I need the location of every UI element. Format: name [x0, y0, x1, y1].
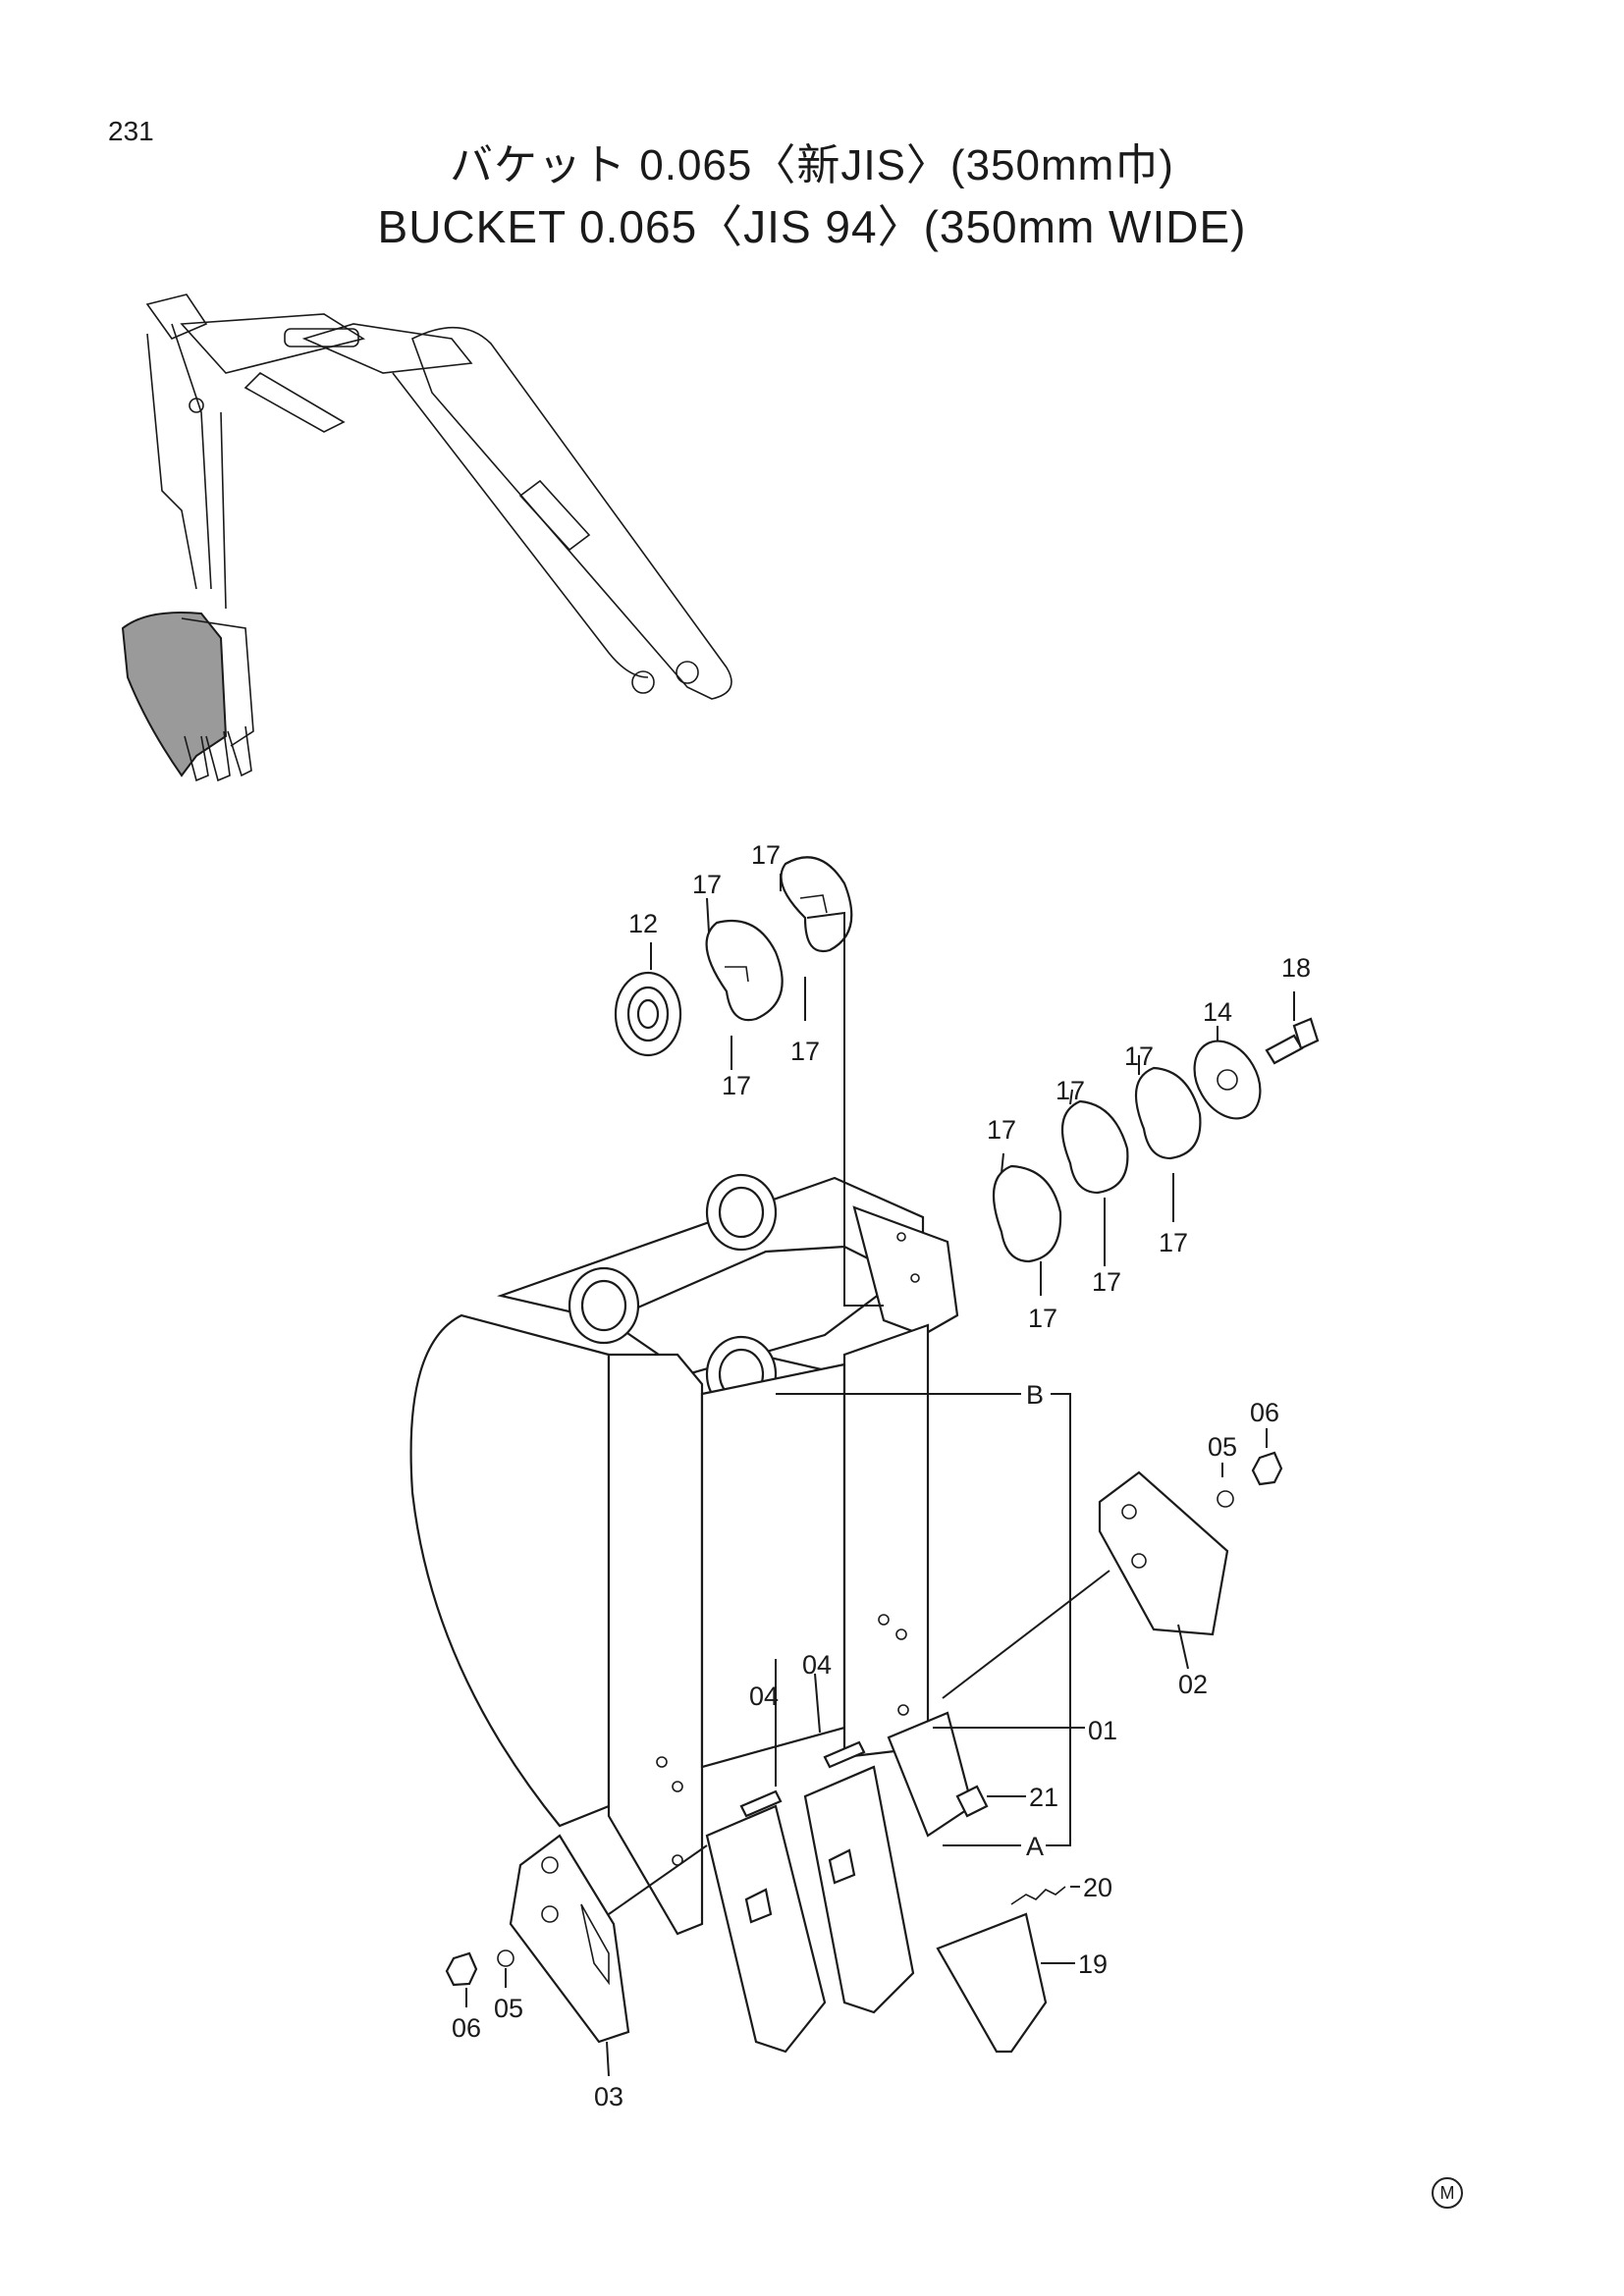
- callout-06: 06: [1250, 1398, 1279, 1427]
- callout-17: 17: [1056, 1076, 1085, 1105]
- callout-05: 05: [1208, 1432, 1237, 1462]
- callout-A: A: [1026, 1832, 1044, 1861]
- callout-03: 03: [594, 2082, 623, 2111]
- callout-17: 17: [722, 1071, 751, 1100]
- side-cutter-02: [1098, 1470, 1229, 1636]
- pin-bushing-12: [614, 971, 682, 1057]
- bolt-04-pair: [739, 1740, 866, 1818]
- pin-20: [1010, 1886, 1066, 1905]
- lock-21: [955, 1785, 989, 1818]
- manufacturer-mark: M: [1432, 2177, 1463, 2209]
- callout-17: 17: [790, 1037, 820, 1066]
- callout-04: 04: [749, 1682, 779, 1711]
- callout-18: 18: [1281, 953, 1311, 983]
- shim-17-right-set: [992, 1066, 1202, 1263]
- callout-17: 17: [692, 870, 722, 899]
- callout-17: 17: [1092, 1267, 1121, 1297]
- bolt-18: [1265, 1017, 1320, 1065]
- bucket-body: [409, 1173, 959, 1936]
- shim-17-upper-left: [705, 856, 853, 1022]
- nut-washer-left: [445, 1949, 514, 1987]
- callout-12: 12: [628, 909, 658, 938]
- callout-05: 05: [494, 1994, 523, 2023]
- callout-labels: 17 17 12 17 17 18 14 17 17 17 17 17 17 1…: [452, 840, 1311, 2111]
- callout-20: 20: [1083, 1873, 1112, 1902]
- callout-21: 21: [1029, 1783, 1058, 1812]
- title-japanese: バケット 0.065〈新JIS〉(350mm巾): [450, 141, 1174, 189]
- callout-17: 17: [987, 1115, 1016, 1145]
- leader-lines: [465, 874, 1295, 2077]
- side-cutter-03: [509, 1834, 630, 2044]
- callout-14: 14: [1203, 997, 1232, 1027]
- washer-14: [1193, 1040, 1262, 1120]
- nut-washer-right: [1217, 1451, 1283, 1508]
- callout-02: 02: [1178, 1670, 1208, 1699]
- excavator-arm-overview: [121, 294, 732, 782]
- callout-17: 17: [1159, 1228, 1188, 1257]
- callout-B: B: [1026, 1380, 1044, 1410]
- callout-17: 17: [1124, 1041, 1154, 1071]
- callout-04: 04: [802, 1650, 832, 1680]
- callout-17: 17: [751, 840, 781, 870]
- callout-19: 19: [1078, 1949, 1108, 1979]
- callout-01: 01: [1088, 1716, 1117, 1745]
- callout-06: 06: [452, 2013, 481, 2043]
- page-number: 231: [108, 116, 154, 146]
- callout-17: 17: [1028, 1304, 1057, 1333]
- bucket-teeth: [705, 1711, 974, 2054]
- tooth-point-19: [936, 1912, 1048, 2054]
- title-english: BUCKET 0.065〈JIS 94〉(350mm WIDE): [377, 201, 1247, 252]
